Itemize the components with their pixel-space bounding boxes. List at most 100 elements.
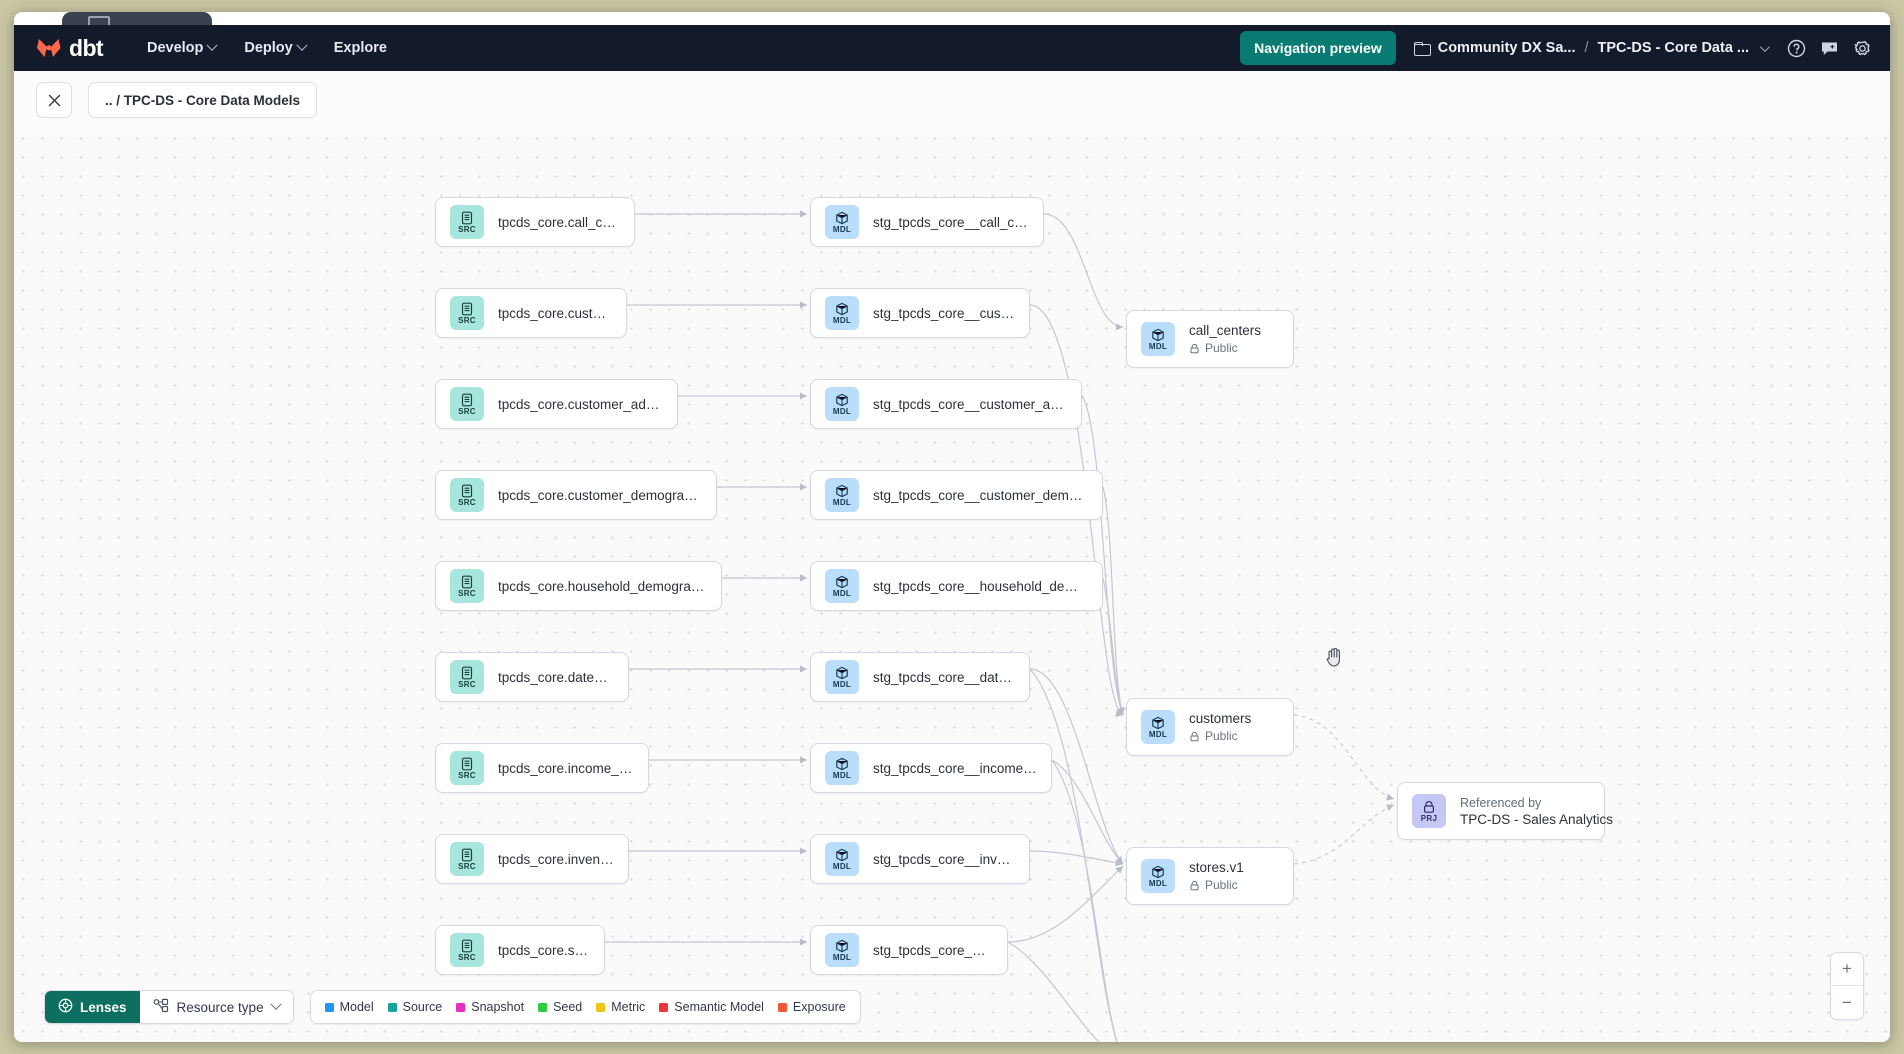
lenses-button[interactable]: Lenses: [45, 991, 140, 1023]
lock-icon: [1190, 343, 1199, 353]
close-button[interactable]: [36, 82, 72, 118]
breadcrumb: Community DX Sa... / TPC-DS - Core Data …: [1413, 40, 1770, 56]
mdl-badge-icon: MDL: [1141, 322, 1175, 356]
breadcrumb-project[interactable]: TPC-DS - Core Data ...: [1597, 40, 1749, 56]
legend-label: Snapshot: [471, 1000, 525, 1014]
legend-item-model[interactable]: Model: [324, 1000, 374, 1014]
model-node[interactable]: MDL stg_tpcds_core__store: [810, 925, 1008, 975]
feedback-icon[interactable]: [1820, 39, 1839, 58]
node-label: tpcds_core.call_center: [498, 214, 620, 230]
nav-item-explore[interactable]: Explore: [324, 34, 397, 62]
zoom-in-button[interactable]: +: [1831, 953, 1863, 986]
model-node[interactable]: MDL stg_tpcds_core__call_center: [810, 197, 1044, 247]
legend-item-seed[interactable]: Seed: [538, 1000, 582, 1014]
node-text: stg_tpcds_core__income_band: [873, 761, 1037, 776]
legend-swatch: [659, 1002, 669, 1012]
lock-icon: [1190, 880, 1199, 890]
source-node[interactable]: SRC tpcds_core.customer_address: [435, 379, 678, 429]
mdl-badge-icon: MDL: [825, 205, 859, 239]
mdl-badge-icon: MDL: [825, 933, 859, 967]
prj-badge-icon: PRJ: [1412, 794, 1446, 828]
node-label: stg_tpcds_core__store: [873, 942, 993, 958]
legend-label: Source: [402, 1000, 443, 1014]
dbt-logo-icon: [36, 35, 62, 61]
node-label: stg_tpcds_core__customer_demogra...: [873, 487, 1088, 503]
nav-icon-group: [1787, 39, 1872, 58]
src-badge-icon: SRC: [450, 387, 484, 421]
legend-item-source[interactable]: Source: [387, 1000, 443, 1014]
lens-controls: Lenses Resource type: [44, 990, 294, 1024]
node-label: stg_tpcds_core__call_center: [873, 214, 1029, 230]
node-label: tpcds_core.store: [498, 942, 590, 958]
breadcrumb-separator: /: [1584, 40, 1589, 56]
node-text: stg_tpcds_core__customer_address: [873, 397, 1067, 412]
node-text: tpcds_core.customer_demographics: [498, 488, 702, 503]
folder-icon: [1413, 42, 1431, 56]
referenced-by-label: Referenced by: [1460, 795, 1542, 810]
referenced-by-project-name: TPC-DS - Sales Analytics: [1460, 811, 1614, 827]
chevron-down-icon[interactable]: [1759, 41, 1770, 52]
legend-swatch: [596, 1002, 606, 1012]
node-label: tpcds_core.household_demographics: [498, 578, 707, 594]
node-label: call_centers: [1189, 323, 1262, 338]
node-access-label: Public: [1205, 878, 1238, 892]
node-text: stg_tpcds_core__customer_demogra...: [873, 488, 1088, 503]
lineage-breadcrumb-pill[interactable]: .. / TPC-DS - Core Data Models: [88, 82, 318, 118]
node-text: tpcds_core.inventory: [498, 852, 614, 867]
mdl-badge-icon: MDL: [825, 842, 859, 876]
breadcrumb-account[interactable]: Community DX Sa...: [1437, 40, 1576, 56]
legend-item-snapshot[interactable]: Snapshot: [456, 1000, 524, 1014]
navigation-preview-button[interactable]: Navigation preview: [1240, 31, 1396, 65]
node-text: tpcds_core.customer_address: [498, 397, 663, 412]
brand-logo[interactable]: dbt: [36, 34, 104, 62]
mdl-badge-icon: MDL: [1141, 710, 1175, 744]
zoom-out-button[interactable]: −: [1842, 992, 1852, 1012]
node-text: stg_tpcds_core__store: [873, 943, 993, 958]
legend-swatch: [777, 1002, 787, 1012]
node-text: tpcds_core.income_band: [498, 761, 634, 776]
legend-swatch: [456, 1002, 466, 1012]
top-navigation-bar: dbt Develop Deploy Explore Navigation pr…: [14, 25, 1890, 71]
node-text: tpcds_core.customer: [498, 306, 612, 321]
resource-type-dropdown[interactable]: Resource type: [140, 991, 293, 1023]
legend-item-exposure[interactable]: Exposure: [777, 1000, 846, 1014]
browser-window: dbt Develop Deploy Explore Navigation pr…: [14, 12, 1890, 1042]
node-access-badge: Public: [1189, 729, 1251, 743]
node-text: stg_tpcds_core__date_dim: [873, 670, 1015, 685]
legend-item-metric[interactable]: Metric: [596, 1000, 645, 1014]
legend-label: Semantic Model: [674, 1000, 764, 1014]
help-icon[interactable]: [1787, 39, 1806, 58]
node-label: stg_tpcds_core__income_band: [873, 760, 1037, 776]
legend-item-semantic-model[interactable]: Semantic Model: [659, 1000, 764, 1014]
nav-item-deploy[interactable]: Deploy: [234, 34, 315, 62]
chevron-down-icon: [269, 998, 282, 1010]
nav-item-develop-label: Develop: [146, 40, 204, 56]
settings-gear-icon[interactable]: [1853, 39, 1872, 58]
nav-item-develop[interactable]: Develop: [137, 34, 226, 62]
mdl-badge-icon: MDL: [1141, 859, 1175, 893]
grab-hand-cursor: [1326, 648, 1340, 667]
brand-wordmark: dbt: [69, 34, 104, 61]
